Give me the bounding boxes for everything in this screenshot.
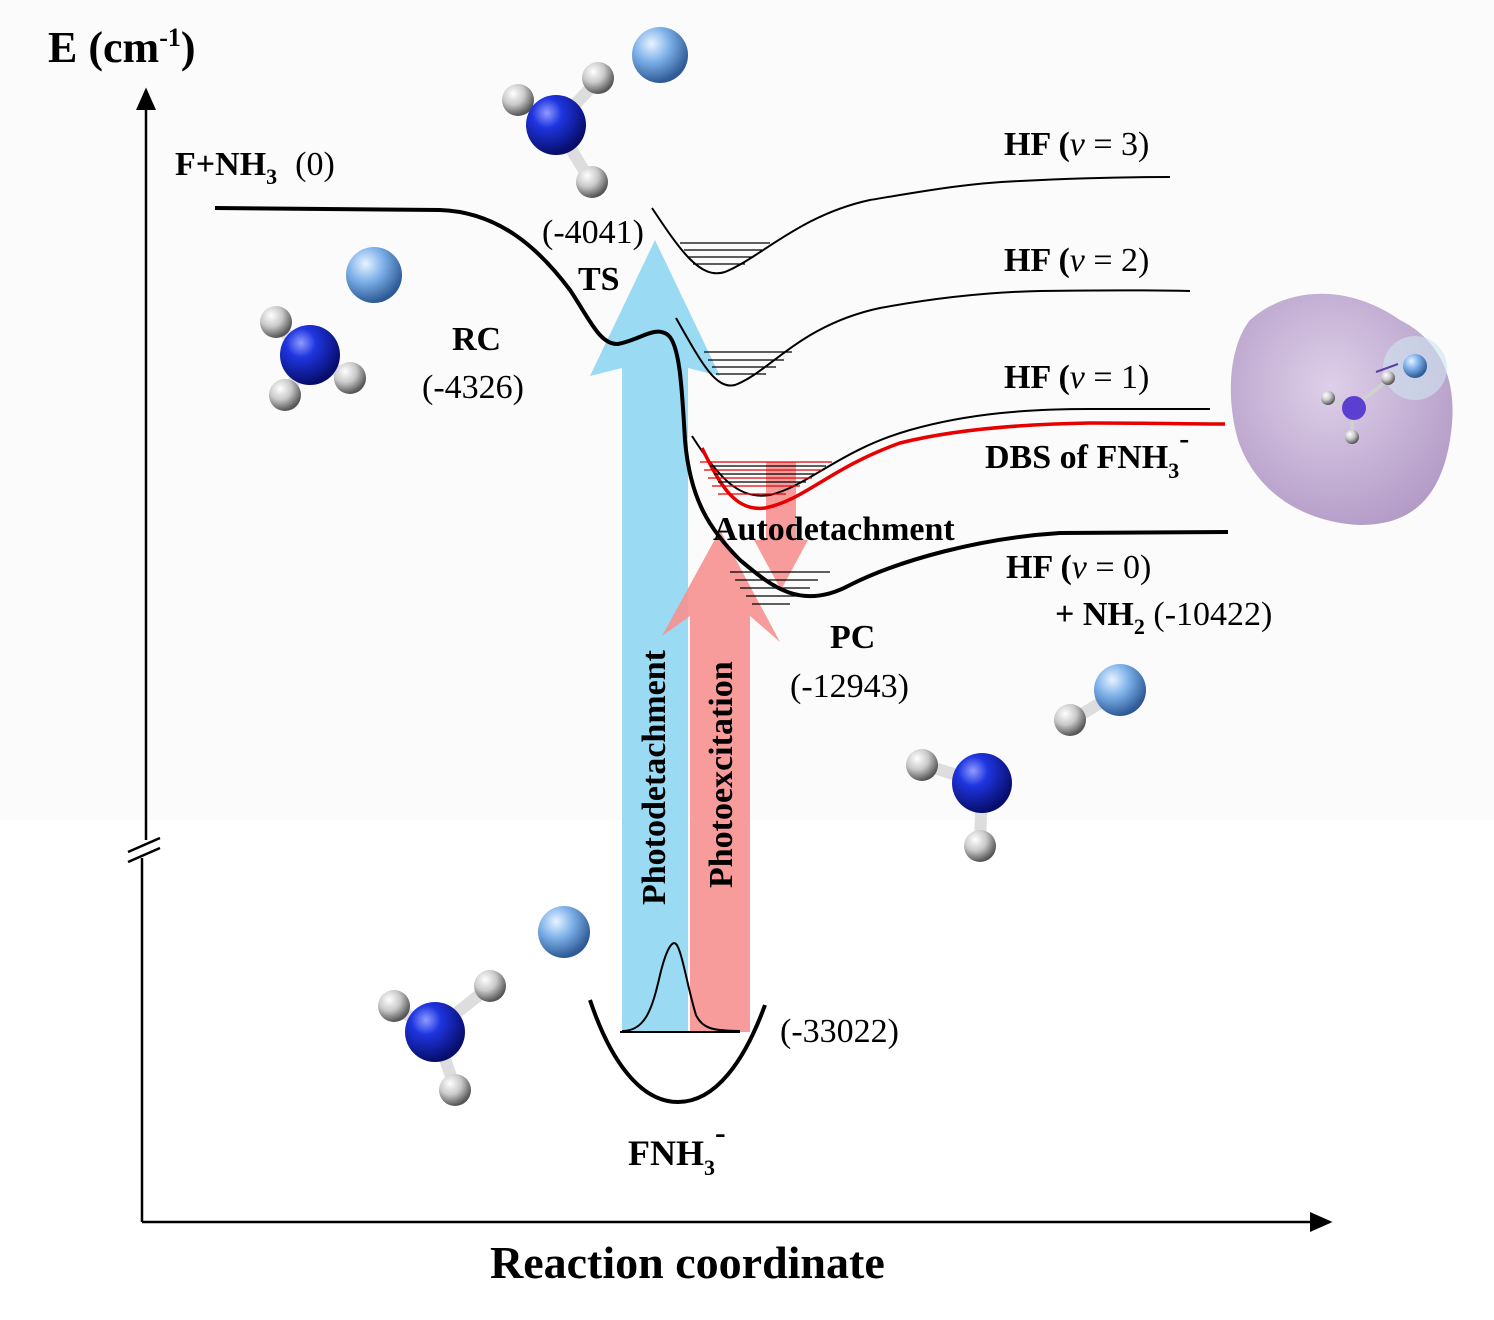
reaction-path-curve <box>214 206 1229 599</box>
hf-v2-label: HF (v = 2) <box>1004 242 1149 279</box>
dbs-orbital <box>1230 293 1453 525</box>
molecule-rc <box>260 247 402 411</box>
molecule-anion <box>378 906 590 1106</box>
fluorine-atom <box>632 27 688 83</box>
nh2-label: + NH2 (-10422) <box>1055 596 1272 639</box>
hydrogen-atom <box>582 62 614 94</box>
anion-wavefunction <box>621 942 741 1032</box>
photodetachment-arrow <box>590 240 720 1032</box>
hydrogen-atom <box>474 970 506 1002</box>
hydrogen-atom <box>439 1074 471 1106</box>
hf-v3-levels <box>680 242 770 265</box>
hydrogen-atom <box>1054 704 1086 736</box>
fluorine-atom <box>346 247 402 303</box>
dbs-levels <box>700 461 832 495</box>
rc-energy-label: (-4326) <box>422 369 524 406</box>
hydrogen-atom <box>576 166 608 198</box>
photoexcitation-arrow <box>662 530 780 1032</box>
hf-v2-curve <box>675 289 1191 387</box>
hf-v3-curve <box>651 176 1171 275</box>
nitrogen-atom <box>280 325 340 385</box>
photodetachment-label: Photodetachment <box>636 649 673 905</box>
hydrogen-atom <box>502 84 534 116</box>
hf-v1-levels <box>710 465 826 483</box>
molecule-pc <box>906 664 1146 862</box>
autodetachment-label: Autodetachment <box>713 511 955 548</box>
y-axis-label: E (cm-1) <box>48 23 196 72</box>
nitrogen-atom <box>952 753 1012 813</box>
hydrogen-atom <box>378 990 410 1022</box>
fluorine-atom <box>1094 664 1146 716</box>
hydrogen-atom <box>269 379 301 411</box>
hydrogen-atom <box>334 362 366 394</box>
axis-break-mark-2 <box>127 846 161 864</box>
hf-v1-label: HF (v = 1) <box>1004 359 1149 396</box>
pc-energy-label: (-12943) <box>790 668 909 705</box>
pc-label: PC <box>830 619 875 656</box>
x-axis-label: Reaction coordinate <box>490 1237 885 1288</box>
nitrogen-atom <box>405 1002 465 1062</box>
reactant-label: F+NH3(0) <box>175 146 335 189</box>
nitrogen-atom <box>526 95 586 155</box>
ts-label: TS <box>578 261 620 298</box>
anion-label: FNH3- <box>628 1114 726 1180</box>
fluorine-atom <box>538 906 590 958</box>
hydrogen-atom <box>260 306 292 338</box>
axis-break-mark <box>127 836 161 854</box>
molecule-ts <box>502 27 688 198</box>
dbs-label: DBS of FNH3- <box>985 422 1189 483</box>
anion-well-curve <box>588 999 767 1105</box>
rc-label: RC <box>452 321 501 358</box>
hf-v0-label: HF (v = 0) <box>1006 549 1151 586</box>
hydrogen-atom <box>906 749 938 781</box>
ts-energy-label: (-4041) <box>542 214 644 251</box>
anion-energy-label: (-33022) <box>780 1013 899 1050</box>
hf-v0-levels <box>730 571 830 605</box>
hf-v2-levels <box>704 351 792 375</box>
dbs-curve <box>700 421 1226 511</box>
photoexcitation-label: Photoexcitation <box>703 661 740 888</box>
hf-v3-label: HF (v = 3) <box>1004 126 1149 163</box>
hydrogen-atom <box>964 830 996 862</box>
